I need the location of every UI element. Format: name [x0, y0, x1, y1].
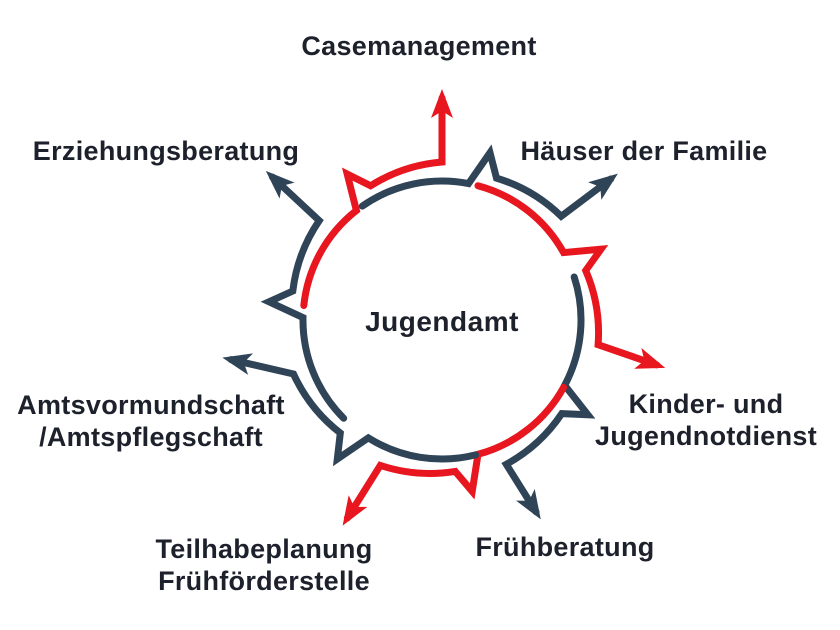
segment-arrow-erziehungsberatung — [260, 170, 348, 422]
segment-arrow-amtsvormundschaft-amtspflegschaft — [222, 353, 480, 467]
segment-label-line: Kinder- und — [628, 389, 784, 419]
segment-label-casemanagement: Casemanagement — [219, 30, 619, 62]
segment-label-fruehberatung: Frühberatung — [415, 531, 715, 563]
center-label: Jugendamt — [365, 306, 519, 337]
segment-label-erziehungsberatung: Erziehungsberatung — [0, 135, 332, 167]
segment-label-haeuser-der-familie: Häuser der Familie — [469, 135, 819, 167]
segment-label-line: Erziehungsberatung — [32, 136, 300, 166]
segment-arrow-casemanagement — [300, 89, 453, 309]
segment-arrow-haeuser-der-familie — [358, 144, 618, 221]
segment-label-line: Amtsvormundschaft — [17, 390, 285, 420]
segment-label-line: Casemanagement — [301, 31, 537, 61]
segment-label-line: /Amtspflegschaft — [39, 422, 263, 452]
segment-label-line: Jugendnotdienst — [595, 421, 817, 451]
segment-arrow-kinder-und-jugendnotdienst — [474, 182, 666, 369]
segment-label-line: Häuser der Familie — [520, 136, 768, 166]
segment-label-amtsvormundschaft-amtspflegschaft: Amtsvormundschaft/Amtspflegschaft — [0, 389, 302, 453]
segment-label-line: Frühberatung — [475, 532, 655, 562]
segment-label-line: Frühförderstelle — [158, 566, 370, 596]
segment-label-line: Teilhabeplanung — [155, 534, 373, 564]
